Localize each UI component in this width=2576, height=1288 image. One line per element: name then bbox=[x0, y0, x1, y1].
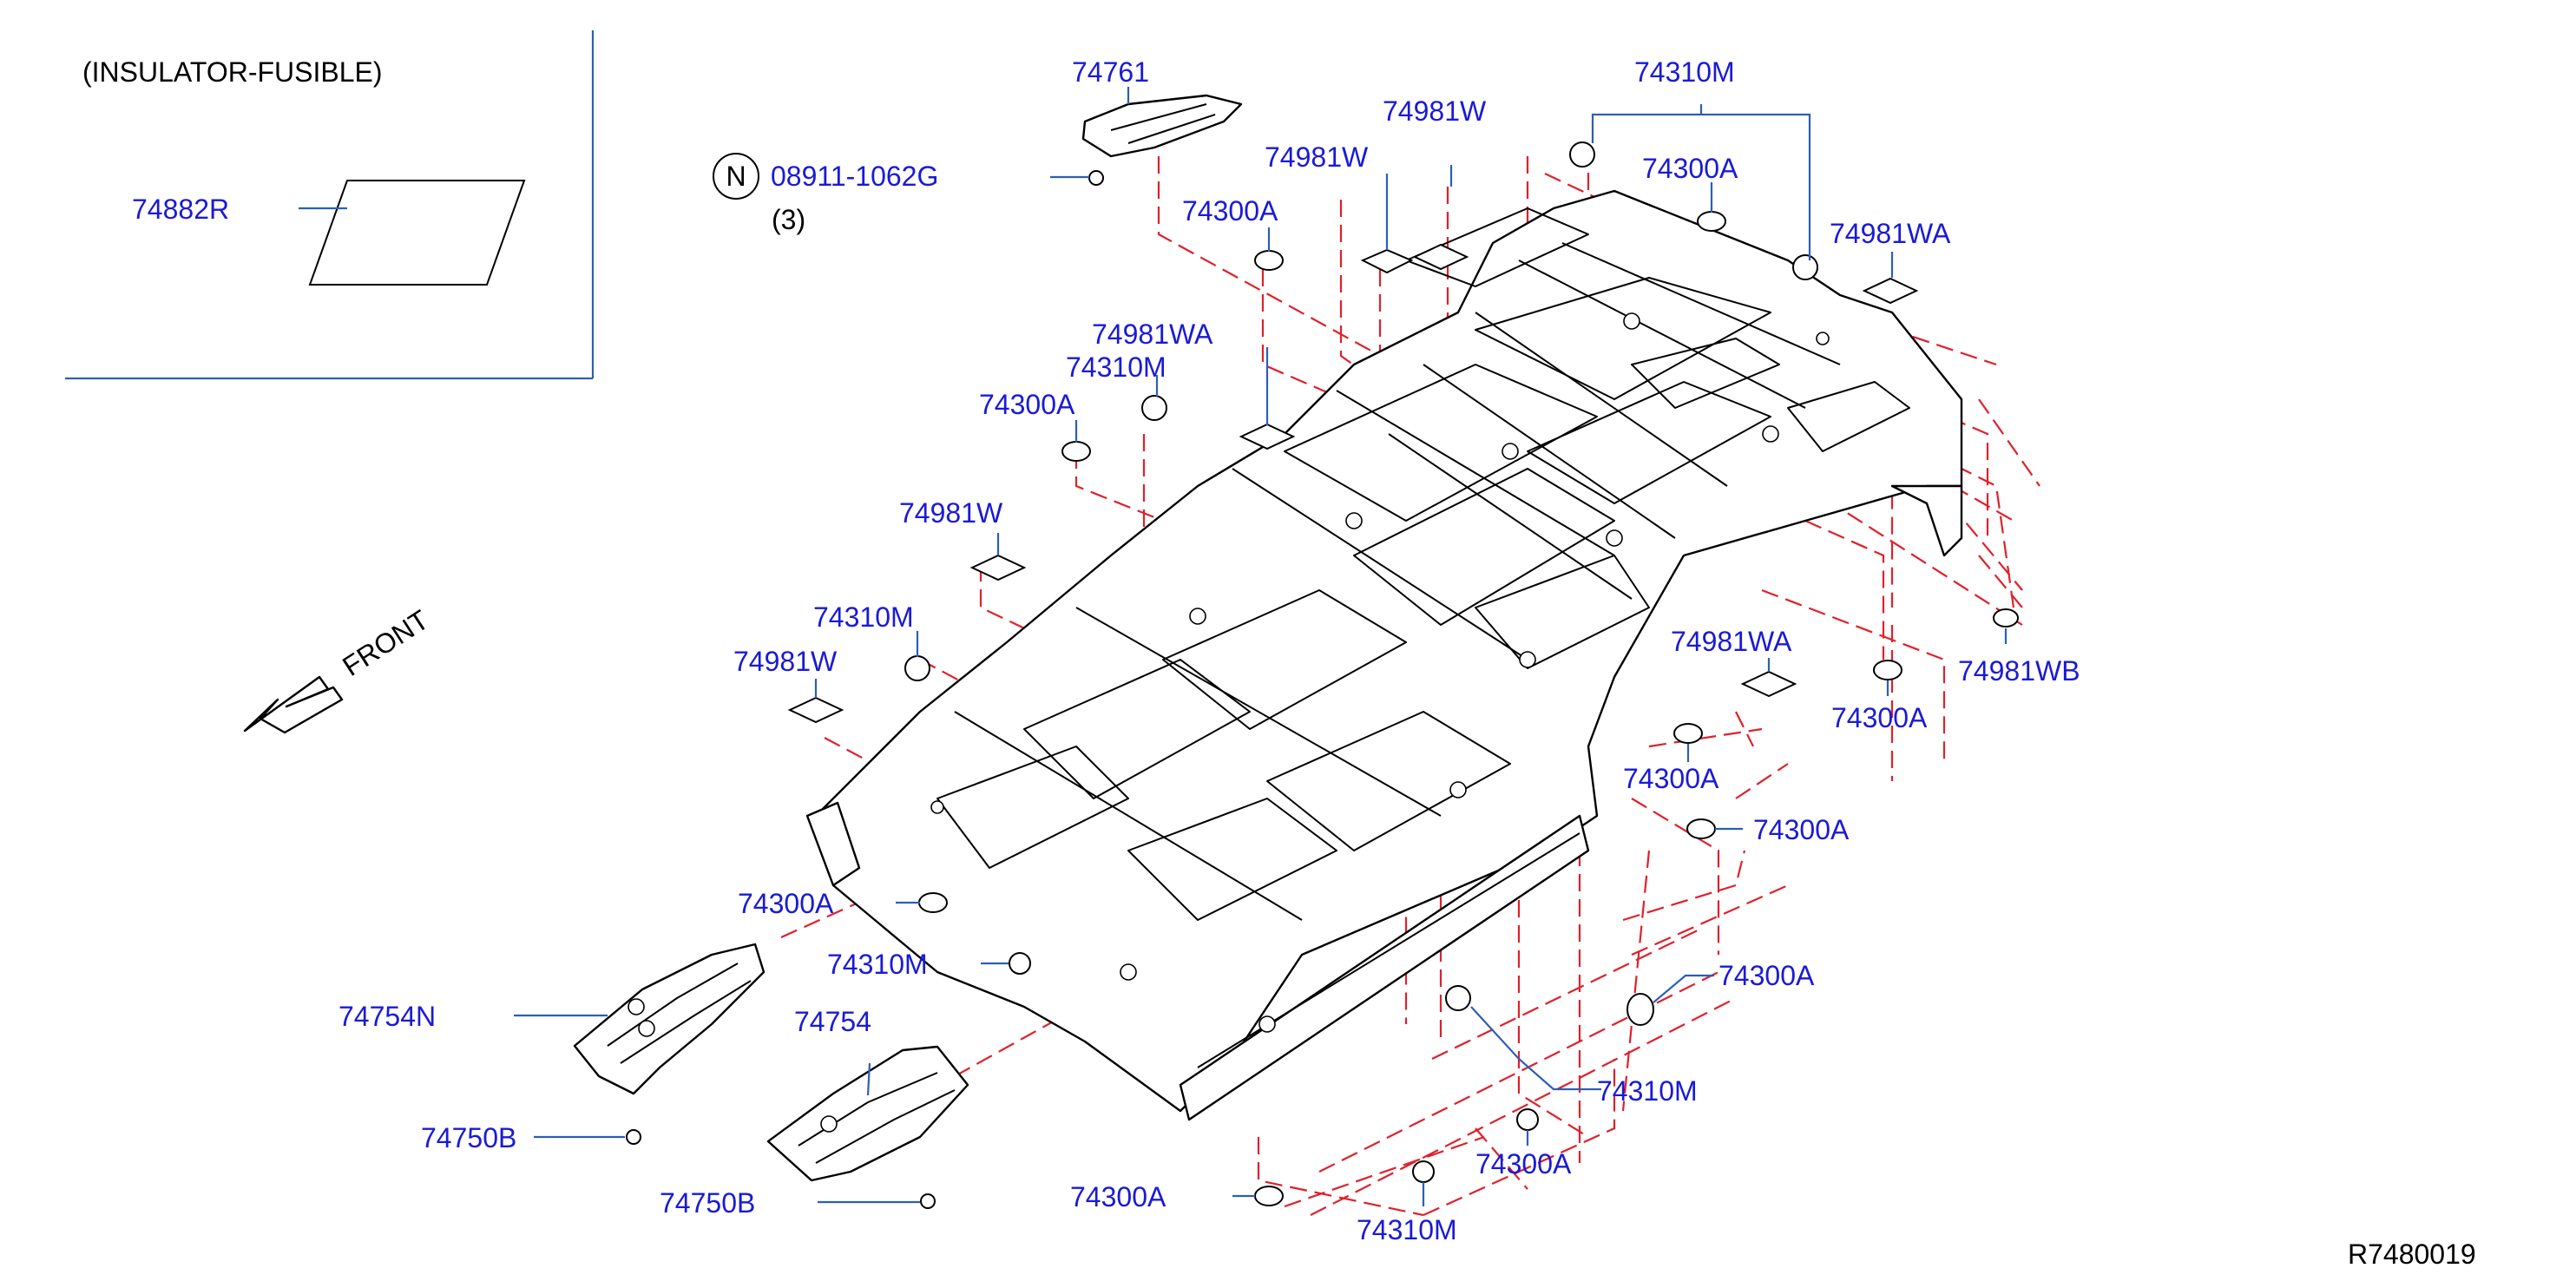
callout-74300a-a: 74300A bbox=[1642, 153, 1738, 184]
callout-74300a-j: 74300A bbox=[1070, 1181, 1166, 1212]
grommet-74310m-7 bbox=[1412, 1160, 1435, 1183]
callout-74300a-b: 74300A bbox=[1182, 195, 1278, 227]
pad-74300a-9 bbox=[1626, 993, 1654, 1026]
floor-pan bbox=[805, 189, 1963, 1121]
pad-74981w-4 bbox=[787, 696, 844, 724]
callout-74310m-a: 74310M bbox=[1634, 56, 1735, 88]
pad-74300a-3 bbox=[1697, 211, 1726, 232]
heat-insulator-74761 bbox=[1081, 94, 1243, 158]
leader-lines bbox=[514, 87, 2008, 1206]
inset-title: (INSULATOR-FUSIBLE) bbox=[82, 56, 383, 88]
nut-08911 bbox=[1088, 170, 1104, 186]
callout-74981w-b: 74981W bbox=[1265, 141, 1369, 173]
callout-74300a-g: 74300A bbox=[1718, 960, 1815, 991]
pad-74300a-5 bbox=[1673, 723, 1703, 744]
callout-74761: 74761 bbox=[1072, 56, 1149, 88]
note-quantity: (3) bbox=[772, 204, 805, 235]
callout-74981w-c: 74981W bbox=[899, 497, 1003, 529]
pad-74300a-1 bbox=[1254, 250, 1284, 271]
callout-74750b-b: 74750B bbox=[660, 1187, 755, 1219]
heat-insulator-74754 bbox=[766, 1045, 969, 1182]
note-part-number: 08911-1062G bbox=[771, 161, 938, 192]
callout-74310m-d: 74310M bbox=[1597, 1075, 1698, 1107]
grommet-74310m-1 bbox=[1569, 141, 1595, 168]
callout-74981w-d: 74981W bbox=[733, 646, 838, 677]
grommet-74310m-3 bbox=[1141, 395, 1167, 421]
pad-74300a-6 bbox=[1686, 818, 1716, 839]
callout-74882r: 74882R bbox=[132, 194, 229, 225]
insulator-fusible-pad bbox=[308, 180, 526, 286]
callout-74300a-d: 74300A bbox=[1831, 702, 1928, 733]
pad-74981w-1 bbox=[1412, 243, 1469, 271]
callout-74310m-f: 74310M bbox=[1357, 1214, 1457, 1245]
pad-74981wa-3 bbox=[1740, 670, 1797, 698]
callout-labels: 74761 74310M 74981W 74981W 74300A 74981W… bbox=[338, 56, 2080, 1245]
pad-74300a-2 bbox=[1061, 441, 1091, 462]
pad-74981wa-1 bbox=[1239, 423, 1296, 450]
pad-74981w-2 bbox=[1360, 248, 1414, 274]
callout-74750b-a: 74750B bbox=[421, 1122, 516, 1153]
nut-74750b-1 bbox=[626, 1129, 641, 1145]
grommet-74310m-4 bbox=[904, 655, 930, 681]
callout-74300a-c: 74300A bbox=[979, 389, 1075, 420]
callout-74981w-a: 74981W bbox=[1383, 95, 1487, 127]
callout-74981wa-c: 74981WA bbox=[1671, 626, 1792, 657]
note-circle-icon bbox=[713, 153, 759, 200]
callout-74310m-b: 74310M bbox=[1066, 352, 1166, 383]
heat-insulator-74754n bbox=[573, 943, 766, 1095]
bolt-note: N 08911-1062G (3) bbox=[713, 153, 938, 235]
callout-74981wa-b: 74981WA bbox=[1092, 319, 1213, 350]
callout-74310m-c: 74310M bbox=[813, 601, 914, 633]
callout-74300a-e: 74300A bbox=[1623, 763, 1719, 794]
grommet-74310m-2 bbox=[1792, 254, 1818, 280]
front-arrow-icon bbox=[243, 675, 344, 734]
grommet-74310m-5 bbox=[1009, 952, 1031, 975]
inset-panel: (INSULATOR-FUSIBLE) 74882R bbox=[65, 30, 595, 380]
callout-74300a-h: 74300A bbox=[738, 888, 834, 919]
note-symbol: N bbox=[726, 161, 746, 192]
pad-74981wa-2 bbox=[1862, 277, 1919, 305]
callout-74981wa-a: 74981WA bbox=[1830, 218, 1951, 249]
front-label: FRONT bbox=[337, 604, 434, 682]
reference-code: R7480019 bbox=[2348, 1239, 2476, 1270]
pad-74300a-7 bbox=[1873, 660, 1902, 680]
pad-74300a-8 bbox=[1254, 1186, 1284, 1206]
nut-74750b-2 bbox=[920, 1193, 936, 1209]
grommet-74310m-6 bbox=[1445, 985, 1471, 1011]
pad-74981wb bbox=[1993, 608, 2019, 628]
pad-74300a-4 bbox=[918, 892, 948, 913]
callout-74310m-e: 74310M bbox=[827, 949, 928, 980]
callout-74300a-i: 74300A bbox=[1475, 1148, 1572, 1180]
callout-74981wb: 74981WB bbox=[1958, 655, 2080, 687]
callout-74754n: 74754N bbox=[338, 1001, 436, 1032]
callout-74300a-f: 74300A bbox=[1753, 814, 1850, 845]
pad-74981w-3 bbox=[969, 554, 1027, 582]
front-arrow: FRONT bbox=[243, 604, 434, 734]
callout-74754: 74754 bbox=[794, 1006, 871, 1037]
grommet-74310m-8 bbox=[1516, 1108, 1539, 1131]
part-symbols bbox=[626, 141, 2019, 1209]
